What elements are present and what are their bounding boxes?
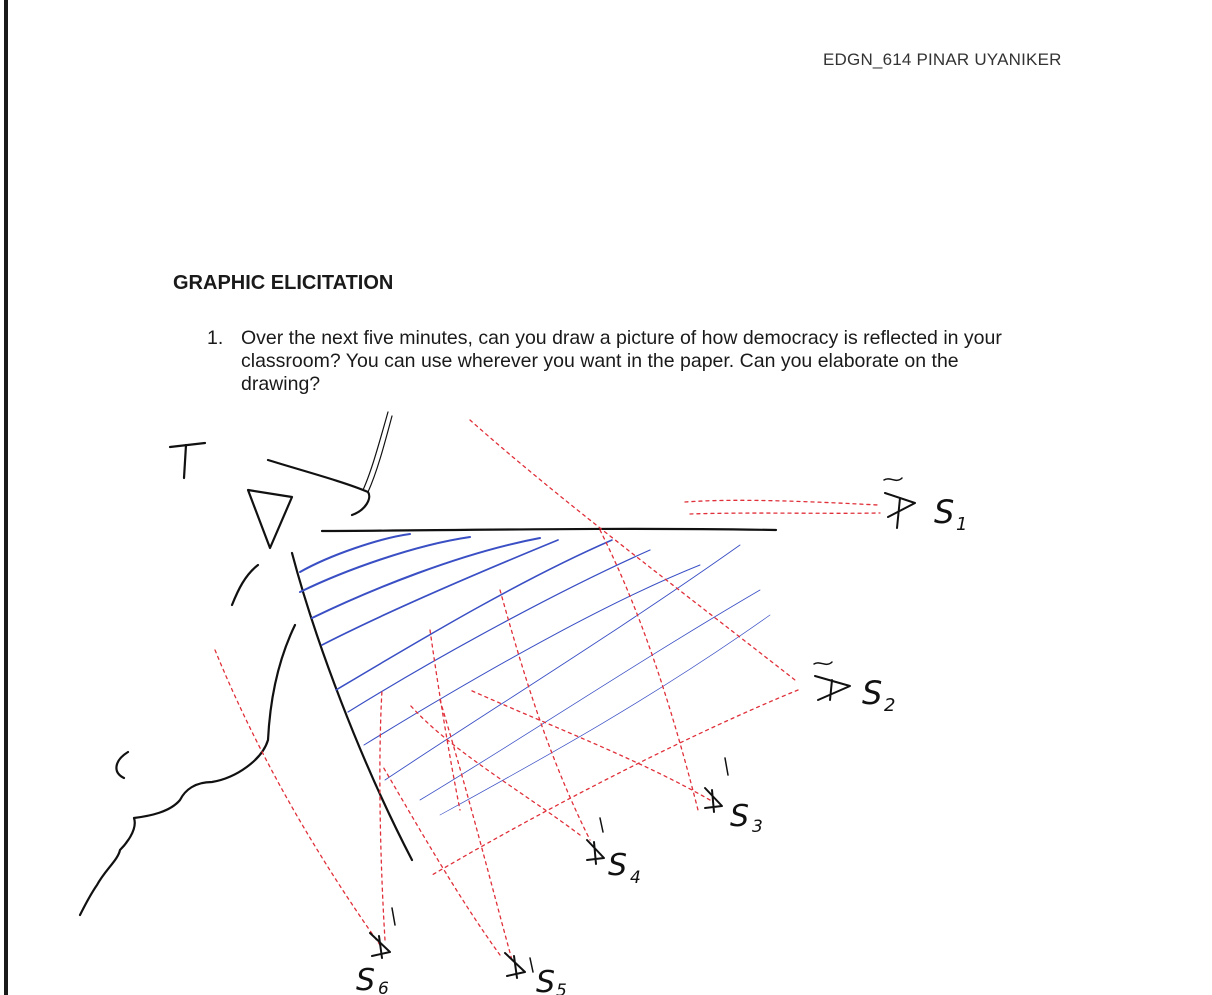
student-label-1: S	[934, 493, 954, 531]
teacher-eye-triangle	[246, 488, 294, 550]
student-2-eye	[814, 675, 851, 701]
student-label-3-sub: 3	[752, 817, 763, 837]
teacher-gaze-line	[320, 527, 778, 533]
student-label-3: S	[730, 799, 749, 834]
student-3-eye	[704, 787, 723, 813]
student-label-4-sub: 4	[630, 868, 641, 888]
student-label-2: S	[862, 674, 882, 712]
course-author-header: EDGN_614 PINAR UYANIKER	[823, 50, 1062, 69]
question-text: Over the next five minutes, can you draw…	[241, 327, 1002, 395]
student-4-eye	[586, 839, 605, 865]
student-labels: S 1 S 2 S 3 S 4 S 5 S 6	[356, 493, 967, 995]
student-label-1-sub: 1	[956, 514, 967, 535]
student-label-2-sub: 2	[884, 695, 895, 716]
student-label-4: S	[608, 848, 627, 883]
teacher-hat-curve	[266, 458, 371, 517]
student-label-6-sub: 6	[378, 979, 389, 995]
student-5-eye	[504, 952, 526, 979]
student-label-6: S	[356, 963, 375, 995]
student-label-5: S	[536, 965, 555, 995]
blue-hatching	[299, 533, 771, 816]
question-item: 1. Over the next five minutes, can you d…	[207, 327, 1037, 396]
red-dotted-lines	[214, 419, 881, 961]
page-binding-edge	[4, 0, 8, 995]
teacher-label	[168, 441, 207, 480]
student-eye-glyphs	[369, 477, 916, 979]
student-6-eye	[369, 932, 391, 959]
student-1-eye	[884, 492, 916, 529]
section-title: GRAPHIC ELICITATION	[173, 272, 394, 294]
teacher-gaze-line-lower	[290, 551, 414, 862]
teacher-figure	[78, 411, 778, 917]
student-label-5-sub: 5	[556, 981, 567, 995]
question-number: 1.	[207, 327, 224, 349]
